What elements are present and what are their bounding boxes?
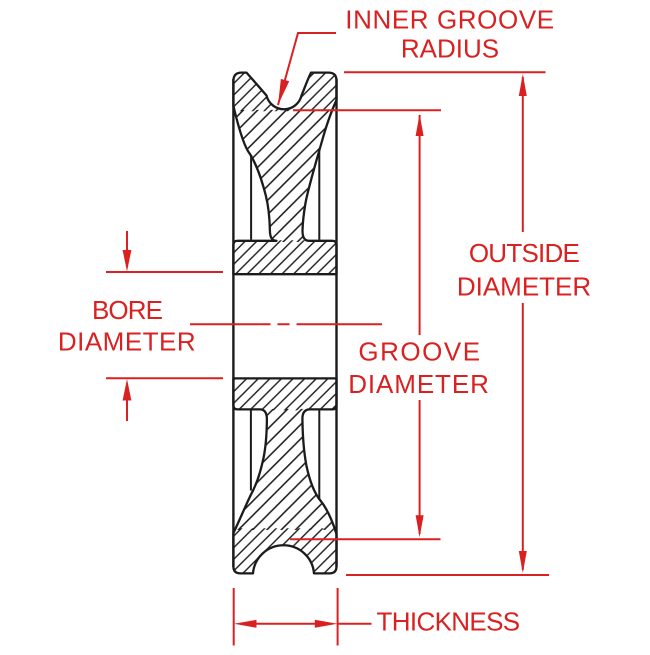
- svg-text:BORE: BORE: [92, 295, 163, 325]
- svg-text:DIAMETER: DIAMETER: [348, 369, 490, 399]
- svg-text:INNER GROOVE: INNER GROOVE: [345, 5, 554, 35]
- svg-text:THICKNESS: THICKNESS: [377, 606, 520, 636]
- svg-text:OUTSIDE: OUTSIDE: [469, 238, 580, 268]
- svg-text:DIAMETER: DIAMETER: [457, 272, 591, 302]
- svg-text:RADIUS: RADIUS: [401, 34, 499, 64]
- svg-text:DIAMETER: DIAMETER: [58, 326, 196, 356]
- svg-text:GROOVE: GROOVE: [358, 337, 481, 367]
